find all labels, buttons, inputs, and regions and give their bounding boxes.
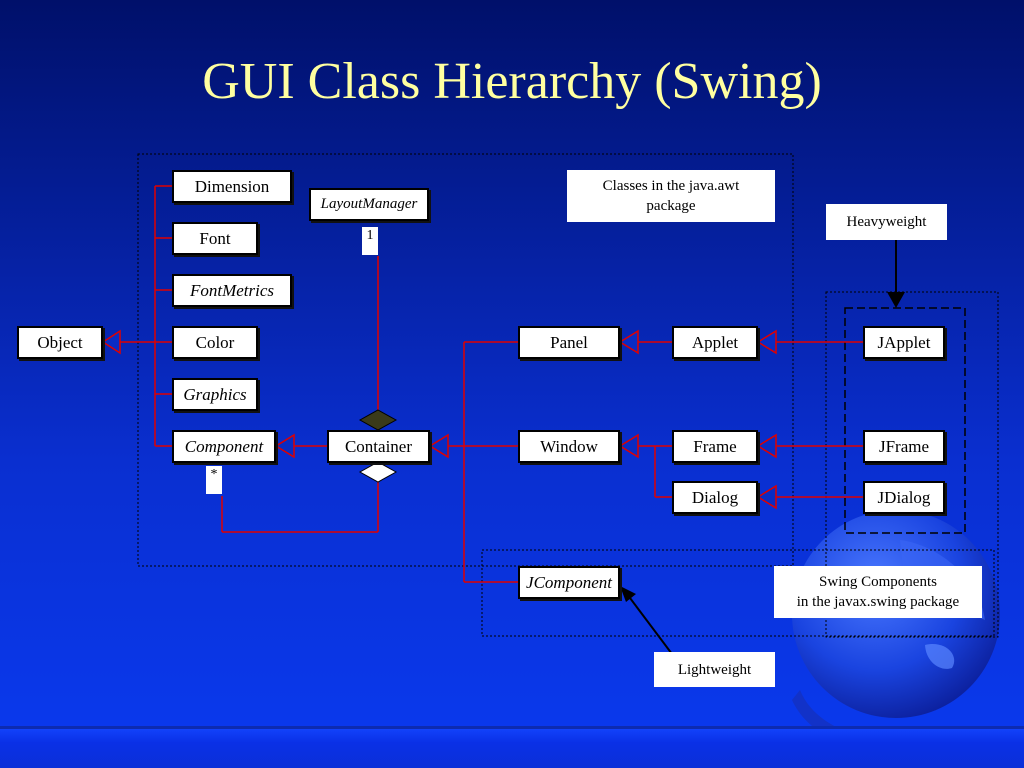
note-awt-line2: package — [646, 198, 696, 214]
note-awt-package: Classes in the java.awt package — [567, 170, 775, 222]
awt-package-frame — [137, 153, 794, 567]
composition-diamond — [358, 409, 398, 431]
class-jframe: JFrame — [863, 430, 945, 463]
class-object: Object — [17, 326, 103, 359]
note-lightweight: Lightweight — [654, 652, 775, 687]
note-awt-line1: Classes in the java.awt — [602, 178, 740, 194]
class-japplet: JApplet — [863, 326, 945, 359]
class-dialog: Dialog — [672, 481, 758, 514]
class-fontmetrics: FontMetrics — [172, 274, 292, 307]
class-graphics: Graphics — [172, 378, 258, 411]
multiplicity-component: * — [206, 466, 222, 494]
note-swing-line1: Swing Components — [819, 574, 937, 590]
page-title: GUI Class Hierarchy (Swing) — [202, 53, 822, 110]
note-heavyweight: Heavyweight — [826, 204, 947, 240]
aggregation-diamond — [358, 461, 398, 483]
swing-package-frame — [481, 549, 995, 637]
class-window: Window — [518, 430, 620, 463]
class-frame: Frame — [672, 430, 758, 463]
multiplicity-layout: 1 — [362, 227, 378, 255]
class-dimension: Dimension — [172, 170, 292, 203]
class-component: Component — [172, 430, 276, 463]
note-swing-line2: in the javax.swing package — [796, 594, 960, 610]
class-font: Font — [172, 222, 258, 255]
class-jdialog: JDialog — [863, 481, 945, 514]
note-swing-package: Swing Components in the javax.swing pack… — [774, 566, 982, 618]
heavyweight-frame — [825, 291, 999, 638]
class-panel: Panel — [518, 326, 620, 359]
class-container: Container — [327, 430, 430, 463]
class-jcomponent: JComponent — [518, 566, 620, 599]
class-color: Color — [172, 326, 258, 359]
class-applet: Applet — [672, 326, 758, 359]
floor-bar — [0, 726, 1024, 768]
class-layoutmanager: LayoutManager — [309, 188, 429, 221]
heavyweight-inner-frame — [844, 307, 966, 534]
